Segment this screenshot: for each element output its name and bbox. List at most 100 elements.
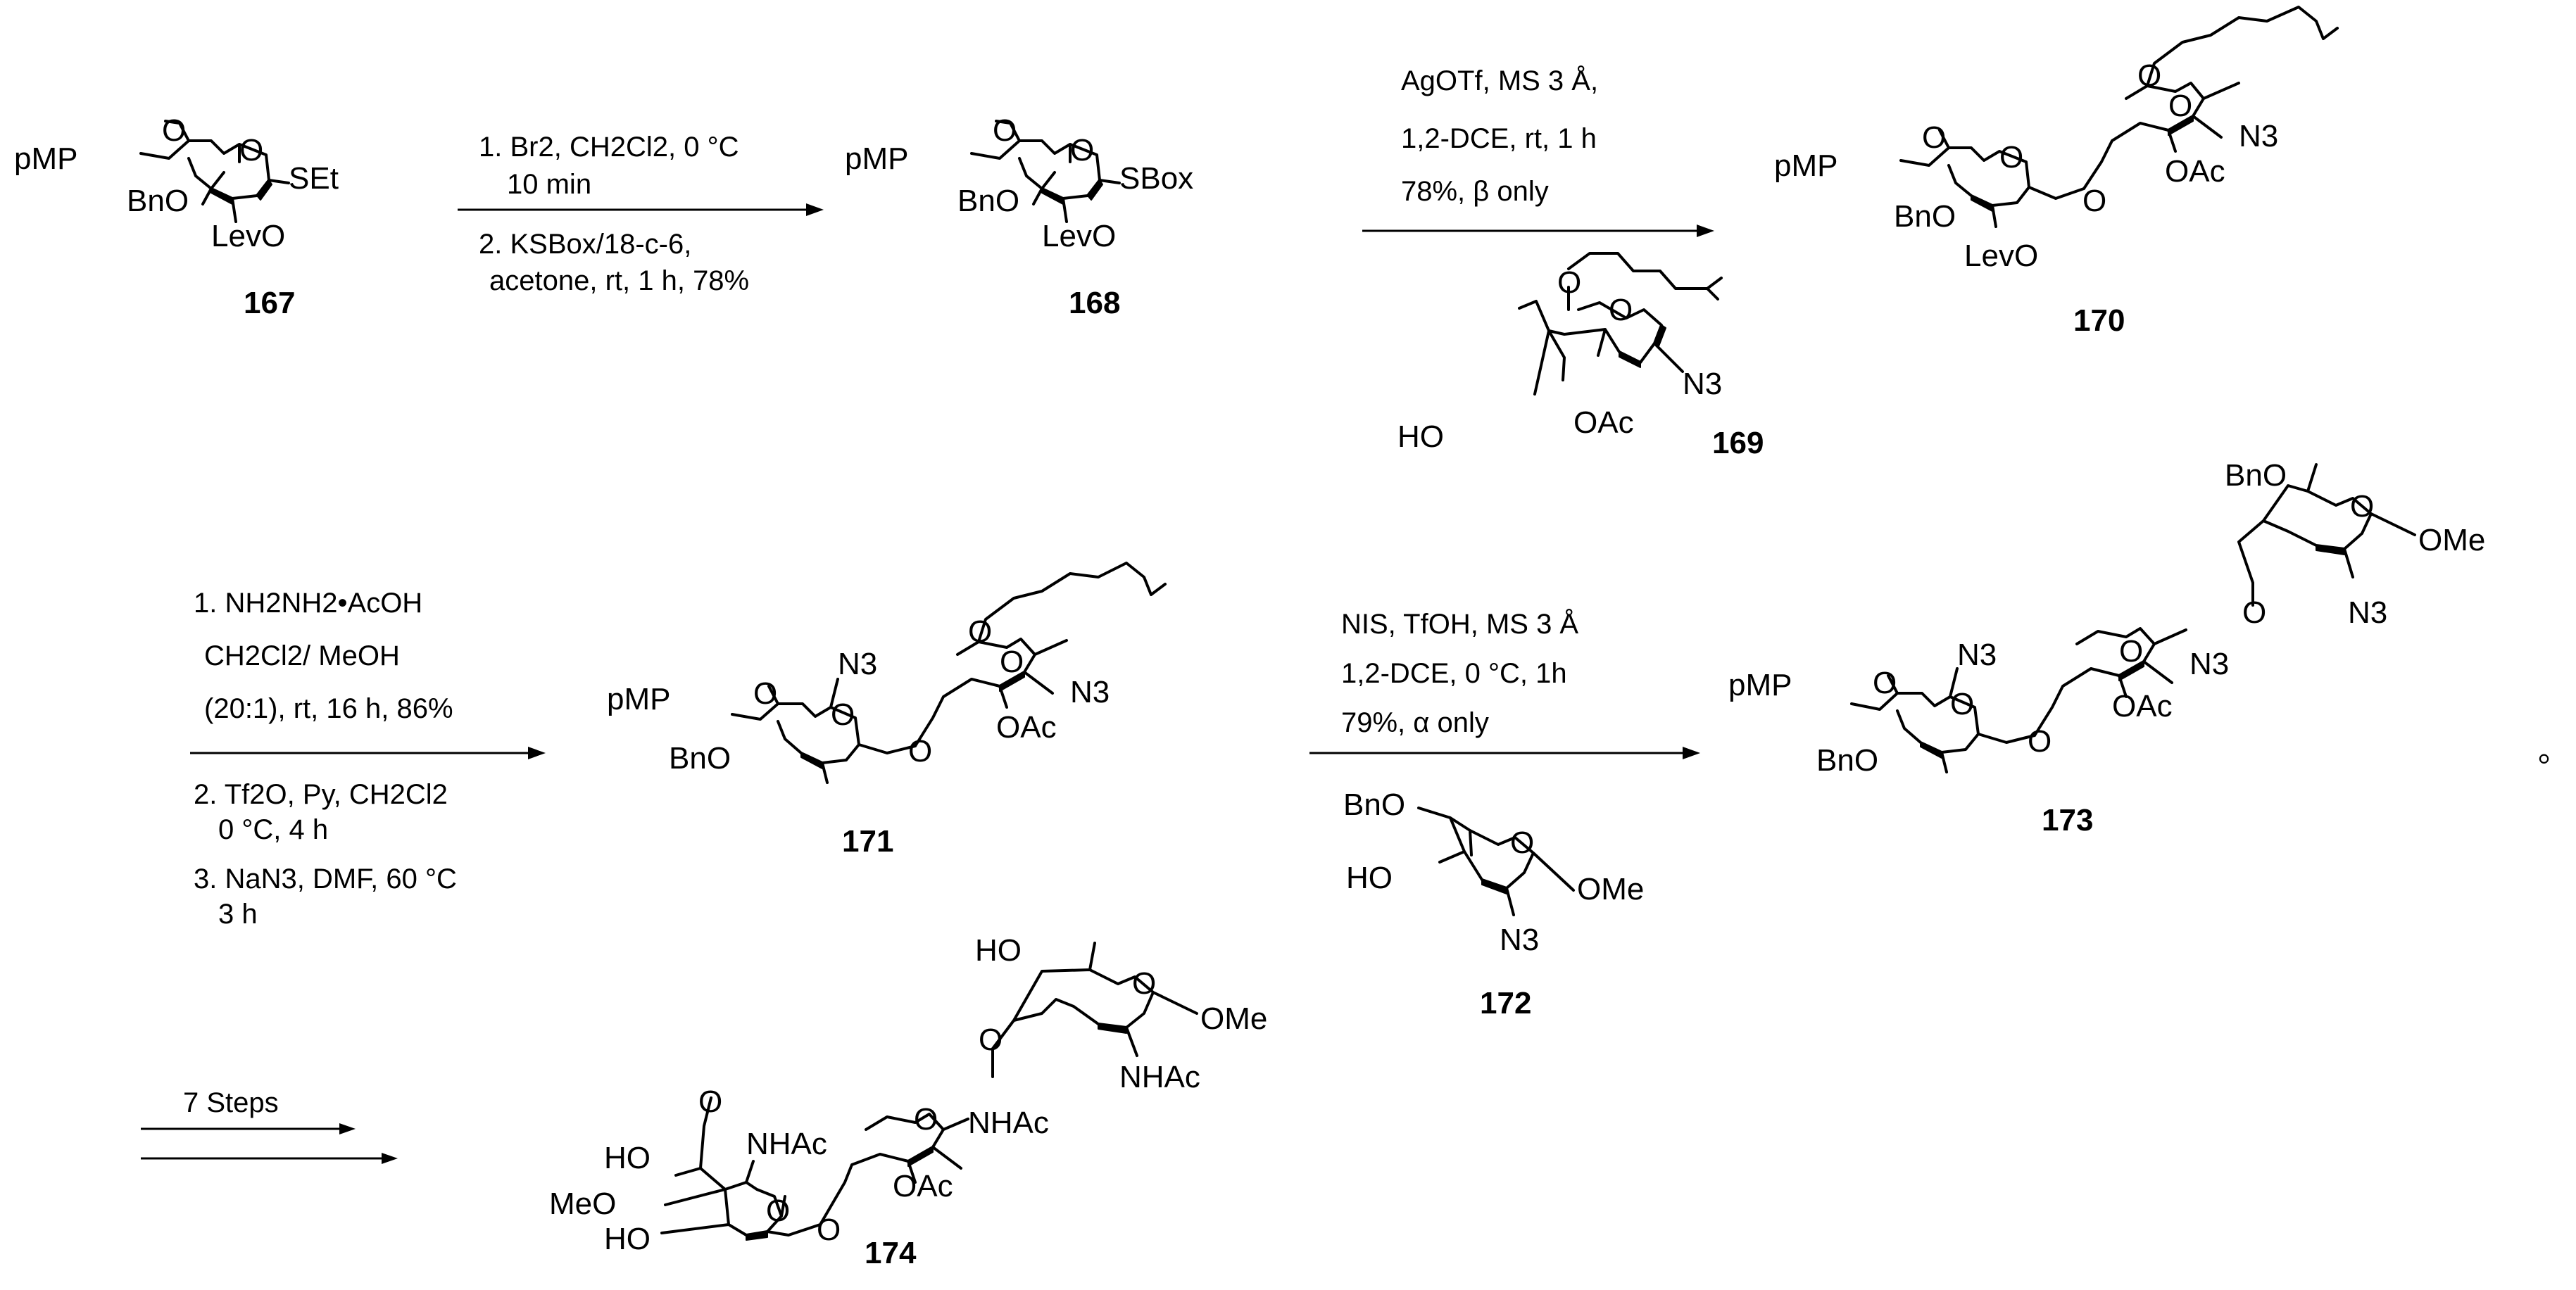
compound-169: O O N3 OAc HO 169 [1397, 252, 1764, 460]
hydroxy-label-top: HO [975, 933, 1022, 968]
compound-number: 170 [2073, 303, 2125, 338]
condition-line-1: 7 Steps [183, 1087, 279, 1118]
azide-label-1: N3 [1957, 638, 1997, 672]
benzyloxy-label: BnO [1894, 199, 1956, 234]
azide-label-3: N3 [2348, 595, 2387, 630]
pmp-label: pMP [1774, 148, 1837, 183]
benzyloxy-label: BnO [127, 184, 189, 218]
condition-line-3: 2. KSBox/18-c-6, [479, 229, 691, 260]
azide-label: N3 [1683, 367, 1722, 401]
acetamido-label-1: NHAc [746, 1127, 827, 1161]
methoxy-label: OMe [1577, 872, 1644, 906]
compound-167: pMP O O SEt BnO LevO 167 [14, 113, 339, 320]
glycosidic-o-label-2: O [979, 1023, 1003, 1057]
ring-o-label-3: O [2350, 489, 2374, 524]
condition-line-4: 2. Tf2O, Py, CH2Cl2 [194, 779, 448, 810]
azide-label-1: N3 [838, 647, 877, 681]
glycosidic-o-label: O [2028, 724, 2052, 759]
condition-line-1: NIS, TfOH, MS 3 Å [1341, 608, 1578, 640]
hydroxy-label-bottom: HO [604, 1222, 651, 1256]
acetal-o-label: O [162, 113, 186, 148]
azide-label-2: N3 [2189, 647, 2229, 681]
arrow-head [528, 747, 546, 759]
benzyloxy-label: BnO [1816, 743, 1878, 778]
methoxy-label-2: MeO [549, 1187, 616, 1221]
ring-o-label-2: O [914, 1102, 938, 1137]
acid-hydroxy-label: HO [604, 1141, 651, 1175]
pmp-label: pMP [1728, 668, 1792, 702]
compound-number: 167 [244, 286, 295, 320]
arrow-head [1697, 225, 1714, 237]
benzyloxy-label: BnO [957, 184, 1019, 218]
acetal-o-label: O [1922, 120, 1946, 155]
condition-line-2: 10 min [507, 169, 591, 200]
condition-line-2: CH2Cl2/ MeOH [204, 640, 400, 671]
compound-number: 169 [1712, 426, 1764, 460]
condition-line-2: 1,2-DCE, rt, 1 h [1401, 123, 1597, 154]
trailing-mark: 。 [2538, 734, 2569, 769]
compound-168: pMP O O SBox BnO LevO 168 [845, 113, 1193, 320]
condition-line-1: 1. Br2, CH2Cl2, 0 °C [479, 132, 739, 163]
acetoxy-label: OAc [1573, 405, 1634, 440]
ring-o-label-1: O [766, 1194, 790, 1228]
acetal-o-label: O [1873, 666, 1897, 700]
ring-o-label: O [831, 697, 855, 732]
compound-number: 174 [865, 1236, 917, 1270]
levulinoyloxy-label: LevO [211, 219, 285, 253]
levulinoyloxy-label: LevO [1964, 239, 2038, 273]
condition-line-4: acetone, rt, 1 h, 78% [489, 265, 749, 296]
azide-label: N3 [1500, 923, 1539, 957]
acetoxy-label: OAc [2112, 689, 2173, 723]
glycosidic-o-label: O [817, 1213, 841, 1247]
reaction-step-3: 1. NH2NH2•AcOH CH2Cl2/ MeOH (20:1), rt, … [190, 588, 546, 930]
ring-o-label-2: O [1000, 645, 1024, 679]
ring-o-label-2: O [2119, 634, 2143, 669]
ring-o-label: O [1070, 133, 1094, 167]
hydroxy-label: HO [1397, 419, 1444, 454]
arrow-head [1683, 747, 1700, 759]
compound-number: 172 [1480, 986, 1531, 1020]
anomeric-substituent-label: SBox [1119, 161, 1193, 196]
glycosidic-o-label-2: O [2242, 595, 2266, 630]
methoxy-label: OMe [1200, 1001, 1267, 1036]
compound-number: 171 [842, 824, 893, 859]
compound-173: pMP O O BnO N3 O O N3 OAc O BnO O OMe N3… [1728, 458, 2485, 837]
ring-o-label: O [1950, 687, 1974, 721]
condition-line-5: 0 °C, 4 h [218, 814, 328, 845]
glycosidic-o-label: O [908, 734, 932, 769]
acetoxy-label: OAc [996, 710, 1057, 745]
anomeric-substituent-label: SEt [289, 161, 339, 196]
benzyloxy-label: BnO [669, 741, 731, 776]
pmp-label: pMP [607, 682, 670, 716]
acetal-o-label: O [993, 113, 1017, 148]
reaction-step-1: 1. Br2, CH2Cl2, 0 °C 10 min 2. KSBox/18-… [458, 132, 824, 296]
acetamido-label-2: NHAc [968, 1106, 1049, 1140]
acetoxy-label: OAc [2165, 154, 2225, 189]
acetal-o-label: O [753, 676, 777, 711]
pmp-label: pMP [14, 141, 77, 176]
reaction-step-2: AgOTf, MS 3 Å, 1,2-DCE, rt, 1 h 78%, β o… [1362, 65, 1714, 237]
carbonyl-o-label: O [698, 1085, 722, 1119]
condition-line-3: 78%, β only [1401, 176, 1549, 207]
ring-o-label: O [1609, 293, 1633, 327]
pmp-label: pMP [845, 141, 908, 176]
compound-number: 173 [2042, 803, 2093, 837]
condition-line-1: AgOTf, MS 3 Å, [1401, 65, 1598, 96]
chain-o-label: O [2137, 58, 2161, 93]
benzyloxy-label-2: BnO [2225, 458, 2287, 493]
condition-line-3: (20:1), rt, 16 h, 86% [204, 693, 453, 724]
condition-line-2: 1,2-DCE, 0 °C, 1h [1341, 658, 1567, 689]
condition-line-1: 1. NH2NH2•AcOH [194, 588, 422, 619]
arrow-head [339, 1123, 356, 1134]
condition-line-6: 3. NaN3, DMF, 60 °C [194, 864, 457, 894]
ring-o-label-3: O [1132, 966, 1156, 1001]
azide-label-2: N3 [1070, 675, 1110, 709]
acetamido-label-3: NHAc [1119, 1060, 1200, 1094]
azide-label: N3 [2239, 119, 2278, 153]
compound-number: 168 [1069, 286, 1120, 320]
glycosidic-o-label: O [2082, 184, 2106, 218]
compound-170: pMP O O BnO LevO O O O N3 OAc 170 [1774, 6, 2339, 338]
methoxy-label: OMe [2418, 523, 2485, 557]
ring-o-label-2: O [2168, 89, 2192, 123]
